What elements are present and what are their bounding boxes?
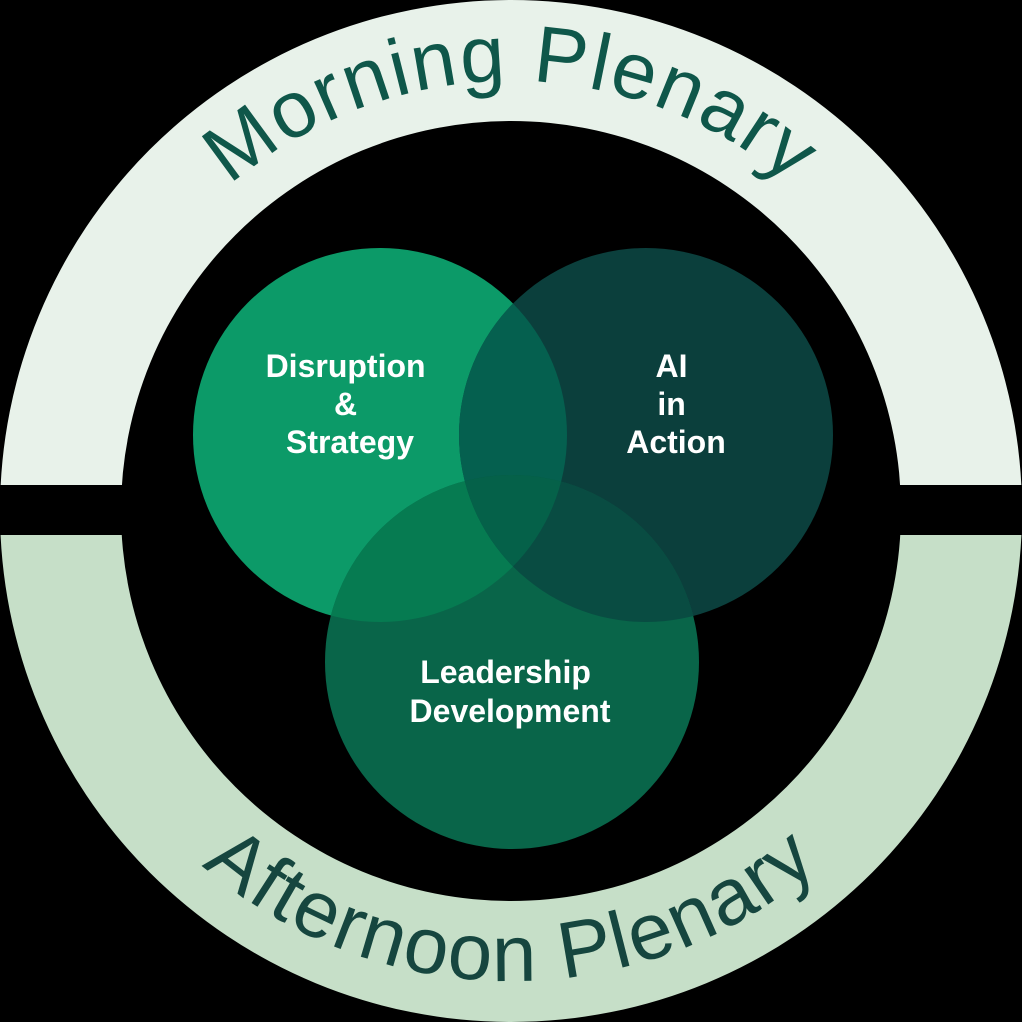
leadership-development-label: Leadership Development xyxy=(410,654,611,729)
disruption-strategy-label-line3: Strategy xyxy=(286,424,414,460)
overlap-ai-leadership xyxy=(459,475,699,622)
ai-in-action-label-line1: AI xyxy=(656,348,688,384)
disruption-strategy-label: Disruption & Strategy xyxy=(266,348,435,460)
ai-in-action-label-line3: Action xyxy=(626,424,726,460)
disruption-strategy-label-line1: Disruption xyxy=(266,348,426,384)
morning-ring-band xyxy=(0,0,1022,511)
leadership-development-label-line1: Leadership xyxy=(420,654,591,690)
leadership-development-label-line2: Development xyxy=(410,693,611,729)
ai-in-action-label-line2: in xyxy=(657,386,685,422)
overlap-ai-leadership-shape xyxy=(459,475,699,622)
overlap-disruption-leadership-shape xyxy=(325,475,567,622)
overlap-disruption-leadership xyxy=(325,475,567,622)
ai-in-action-label: AI in Action xyxy=(626,348,726,460)
disruption-strategy-label-line2: & xyxy=(334,386,357,422)
afternoon-ring-band xyxy=(0,511,1022,1022)
